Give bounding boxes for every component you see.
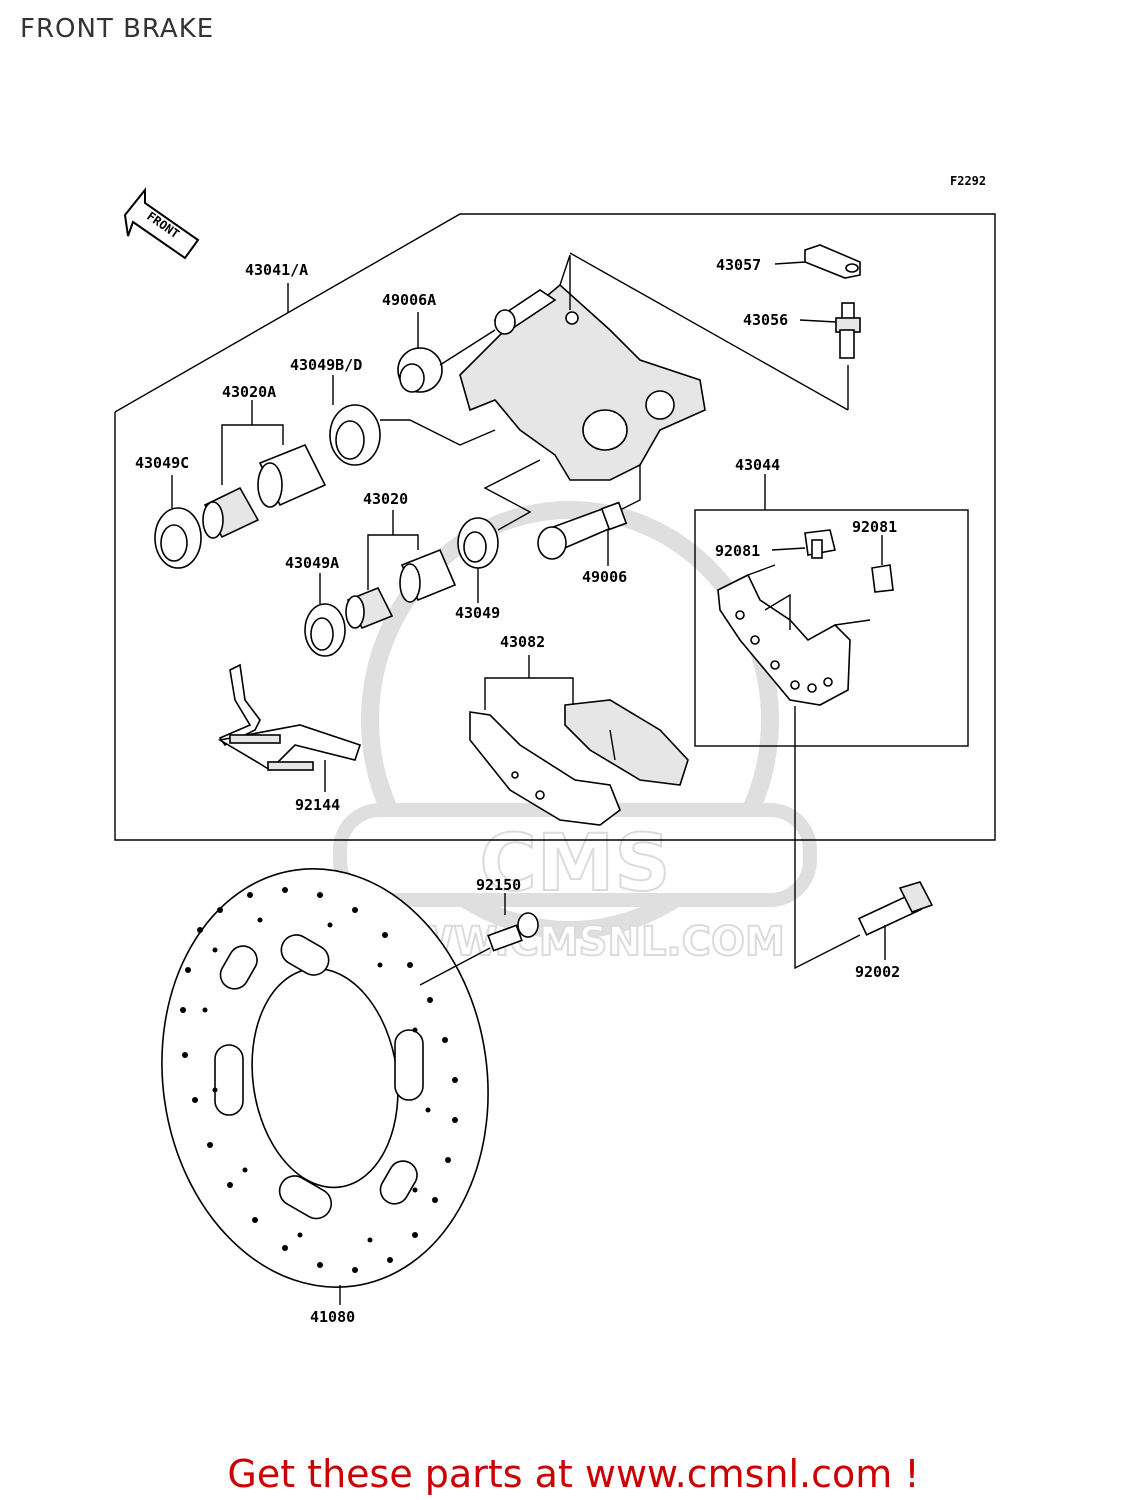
part-43049c-seal	[154, 507, 202, 569]
caliper-body	[459, 254, 706, 521]
part-92144-pad-spring	[217, 663, 362, 772]
part-92081-pin-a	[804, 529, 836, 559]
caliper-assembly-outline	[114, 213, 996, 841]
part-43049bd-seal	[329, 404, 381, 466]
footer-link-text[interactable]: Get these parts at www.cmsnl.com !	[227, 1452, 920, 1496]
part-43020a-pistons	[202, 443, 327, 539]
label-92081-left: 92081	[715, 542, 760, 560]
label-43082: 43082	[500, 633, 545, 651]
part-49006-sleeve	[537, 501, 628, 560]
label-43057: 43057	[716, 256, 761, 274]
label-43020: 43020	[363, 490, 408, 508]
part-43020-pistons	[345, 548, 457, 630]
label-43056: 43056	[743, 311, 788, 329]
label-92150: 92150	[476, 876, 521, 894]
label-43020a: 43020A	[222, 383, 276, 401]
part-49006a-sleeve	[397, 347, 443, 393]
part-43049a-seal	[304, 603, 346, 657]
part-92150-disc-bolt	[487, 912, 539, 952]
bracket-assembly-outline	[694, 509, 969, 747]
label-92144: 92144	[295, 796, 340, 814]
part-43056-bleeder-valve	[835, 302, 861, 359]
part-92002-caliper-bolt	[857, 881, 934, 936]
label-43049: 43049	[455, 604, 500, 622]
figure-code: F2292	[950, 174, 986, 188]
part-43082-brake-pads	[469, 699, 689, 826]
watermark-brand: CMS	[479, 819, 670, 909]
part-92081-pin-b	[871, 564, 894, 593]
label-92002: 92002	[855, 963, 900, 981]
front-arrow-icon: FRONT	[123, 187, 200, 260]
label-92081-right: 92081	[852, 518, 897, 536]
label-41080: 41080	[310, 1308, 355, 1326]
label-43049a: 43049A	[285, 554, 339, 572]
label-43044: 43044	[735, 456, 780, 474]
label-43049c: 43049C	[135, 454, 189, 472]
part-43049-seal	[457, 517, 499, 569]
part-41080-brake-disc	[161, 868, 489, 1288]
label-43041a: 43041/A	[245, 261, 308, 279]
part-43044-bracket	[717, 564, 871, 706]
label-49006a: 49006A	[382, 291, 436, 309]
part-43057-cap	[804, 244, 861, 279]
label-43049bd: 43049B/D	[290, 356, 362, 374]
page-title: FRONT BRAKE	[20, 14, 215, 44]
label-49006: 49006	[582, 568, 627, 586]
